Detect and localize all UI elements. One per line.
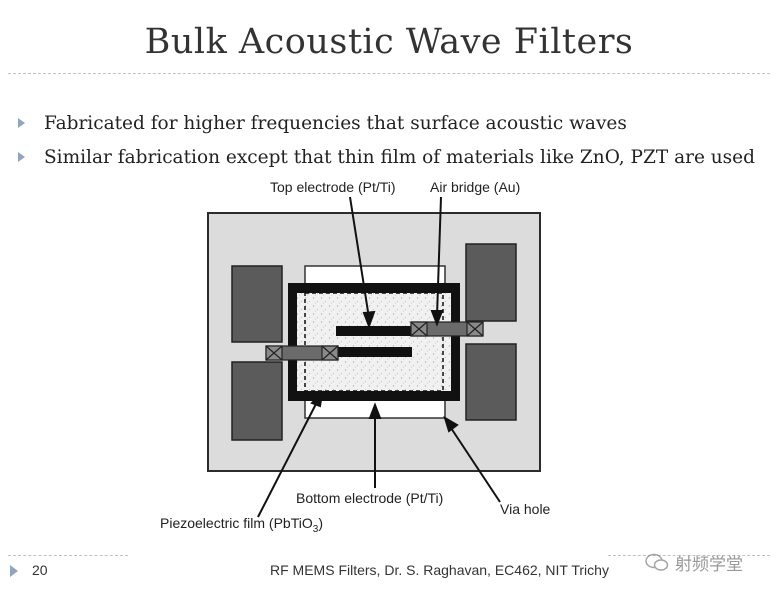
label-via-hole: Via hole <box>500 501 551 517</box>
footer-arrow-icon <box>10 565 18 577</box>
slide-title: Bulk Acoustic Wave Filters <box>144 22 634 62</box>
bullet-arrow-icon <box>18 152 25 162</box>
leader-lines <box>257 196 501 518</box>
label-top-electrode: Top electrode (Pt/Ti) <box>270 179 396 195</box>
contact-pad-right-bottom <box>465 343 517 421</box>
watermark-text: 射频学堂 <box>675 555 743 575</box>
page-number: 20 <box>32 562 48 578</box>
baw-resonator-diagram: Top electrode (Pt/Ti) Air bridge (Au) Bo… <box>160 179 551 535</box>
label-air-bridge: Air bridge (Au) <box>430 179 520 195</box>
label-bottom-electrode: Bottom electrode (Pt/Ti) <box>296 490 443 506</box>
bullet-item: Fabricated for higher frequencies that s… <box>16 106 771 140</box>
footer-divider-right <box>608 555 770 556</box>
air-bridge-left <box>265 345 339 361</box>
title-divider <box>8 73 770 74</box>
top-electrode-finger-lower <box>328 347 412 357</box>
via-edge-dashed <box>304 292 444 392</box>
top-electrode-finger-upper <box>336 326 416 336</box>
label-piezo-close: ) <box>318 515 323 531</box>
air-bridge-right <box>410 321 484 337</box>
bullet-item: Similar fabrication except that thin fil… <box>16 140 771 174</box>
label-piezoelectric-film: Piezoelectric film (PbTiO3) <box>160 515 323 535</box>
piezoelectric-film <box>297 293 451 391</box>
bullet-list: Fabricated for higher frequencies that s… <box>16 106 771 174</box>
chat-bubble-icon <box>645 553 669 571</box>
footer-divider-left <box>8 555 128 556</box>
contact-pad-right-top <box>465 243 517 322</box>
label-piezo-subscript: 3 <box>313 524 319 535</box>
footer-text: RF MEMS Filters, Dr. S. Raghavan, EC462,… <box>270 562 609 578</box>
contact-pad-left-top <box>231 265 283 343</box>
label-piezo-main: Piezoelectric film (PbTiO <box>160 515 313 531</box>
bullet-arrow-icon <box>18 118 25 128</box>
bullet-text: Fabricated for higher frequencies that s… <box>44 112 627 134</box>
watermark: 射频学堂 <box>645 550 743 575</box>
contact-pad-left-bottom <box>231 361 283 441</box>
bullet-text: Similar fabrication except that thin fil… <box>44 146 755 168</box>
